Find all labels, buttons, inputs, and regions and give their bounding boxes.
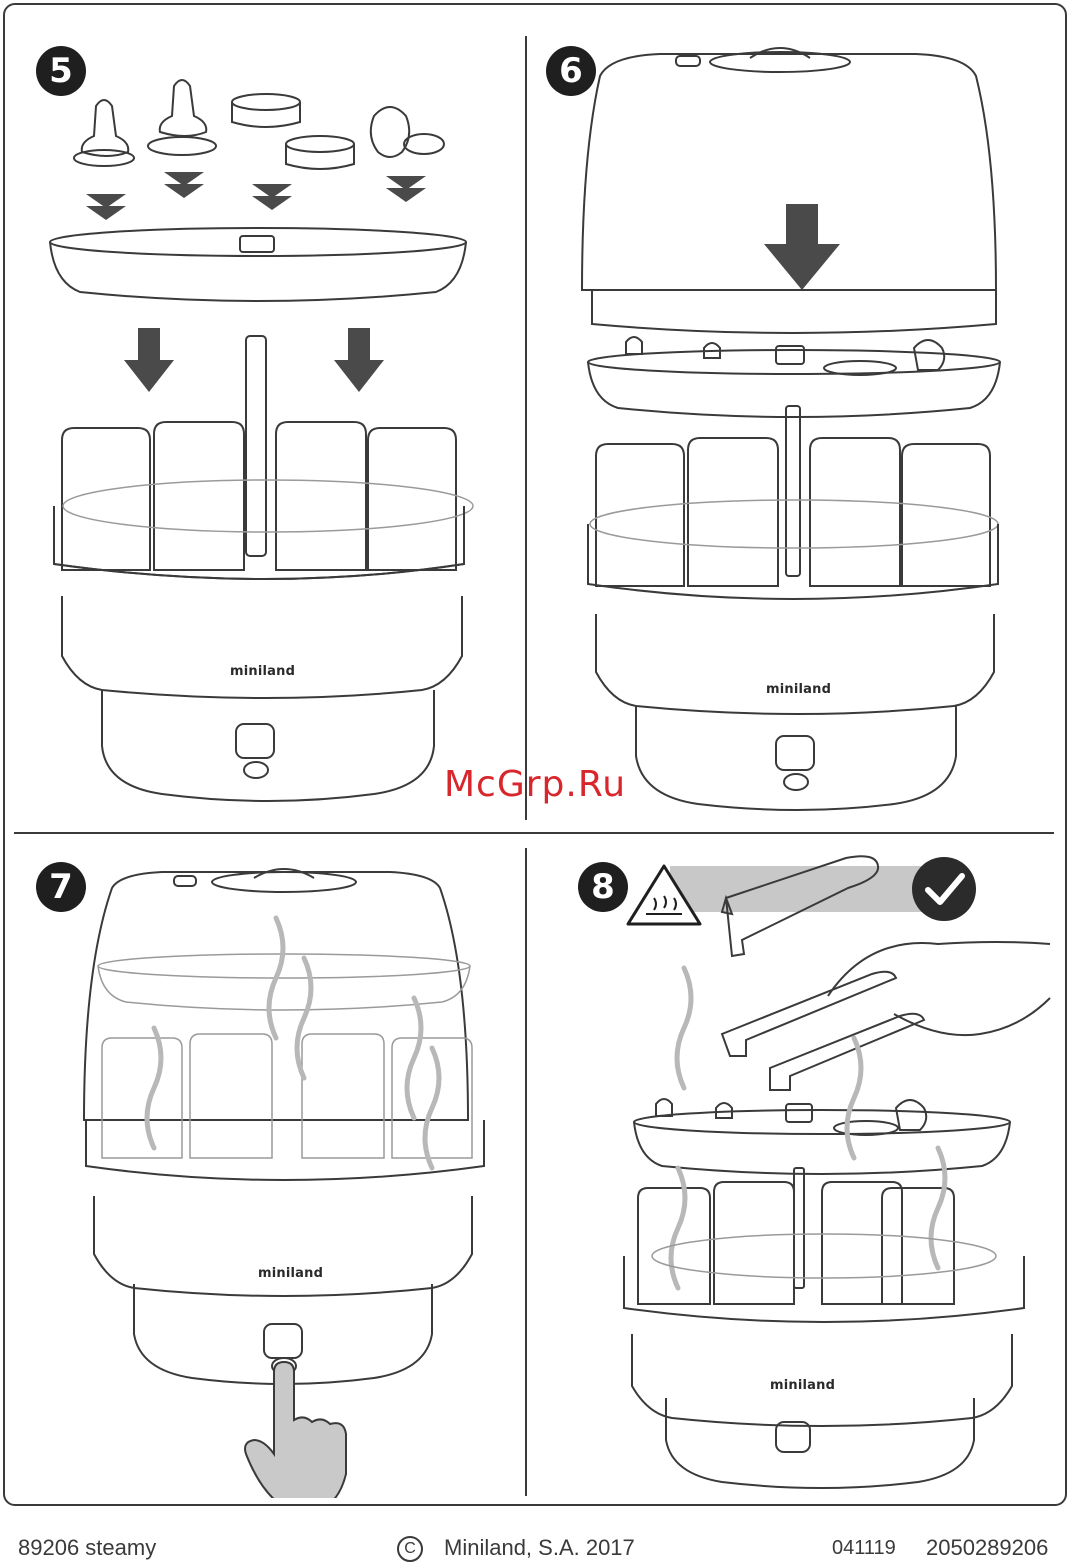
footer-code-2: 2050289206 xyxy=(926,1535,1048,1561)
steam-icon xyxy=(671,1168,685,1288)
arrow-down-icon xyxy=(764,204,840,290)
vertical-divider-top xyxy=(525,36,527,820)
arrow-down-icon xyxy=(86,194,126,220)
ring-icon xyxy=(286,136,354,169)
pacifier-icon xyxy=(371,107,444,157)
arrow-down-icon xyxy=(334,328,384,392)
watermark: McGrp.Ru xyxy=(444,764,626,805)
teat-icon xyxy=(74,100,134,166)
copyright-icon: C xyxy=(397,1536,423,1562)
footer-model: 89206 steamy xyxy=(18,1535,156,1561)
ring-icon xyxy=(232,94,300,127)
arrow-down-icon xyxy=(164,172,204,198)
steam-icon xyxy=(847,1038,861,1158)
arrow-down-icon xyxy=(124,328,174,392)
brand-logo: miniland xyxy=(230,664,295,679)
steam-icon xyxy=(297,958,311,1078)
steam-icon xyxy=(931,1148,945,1268)
footer-company: Miniland, S.A. 2017 xyxy=(444,1535,635,1561)
check-icon xyxy=(912,857,976,921)
steam-icon xyxy=(147,1028,161,1148)
step-6-illustration xyxy=(530,36,1055,816)
horizontal-divider xyxy=(14,832,1054,834)
steam-icon xyxy=(677,968,691,1088)
step-7-illustration xyxy=(14,848,519,1498)
step-7-panel: 7 miniland xyxy=(14,848,519,1498)
step-6-panel: 6 miniland xyxy=(530,36,1055,816)
teat-icon xyxy=(148,80,216,155)
step-5-illustration xyxy=(14,36,519,816)
brand-logo: miniland xyxy=(258,1266,323,1281)
footer-code-1: 041119 xyxy=(832,1537,896,1560)
arrow-down-icon xyxy=(386,176,426,202)
arrow-down-icon xyxy=(252,184,292,210)
step-8-illustration xyxy=(530,848,1055,1498)
vertical-divider-bottom xyxy=(525,848,527,1496)
steam-icon xyxy=(425,1048,439,1168)
step-5-panel: 5 xyxy=(14,36,519,816)
brand-logo: miniland xyxy=(770,1378,835,1393)
step-8-panel: 8 xyxy=(530,848,1055,1498)
steam-icon xyxy=(407,998,421,1118)
brand-logo: miniland xyxy=(766,682,831,697)
